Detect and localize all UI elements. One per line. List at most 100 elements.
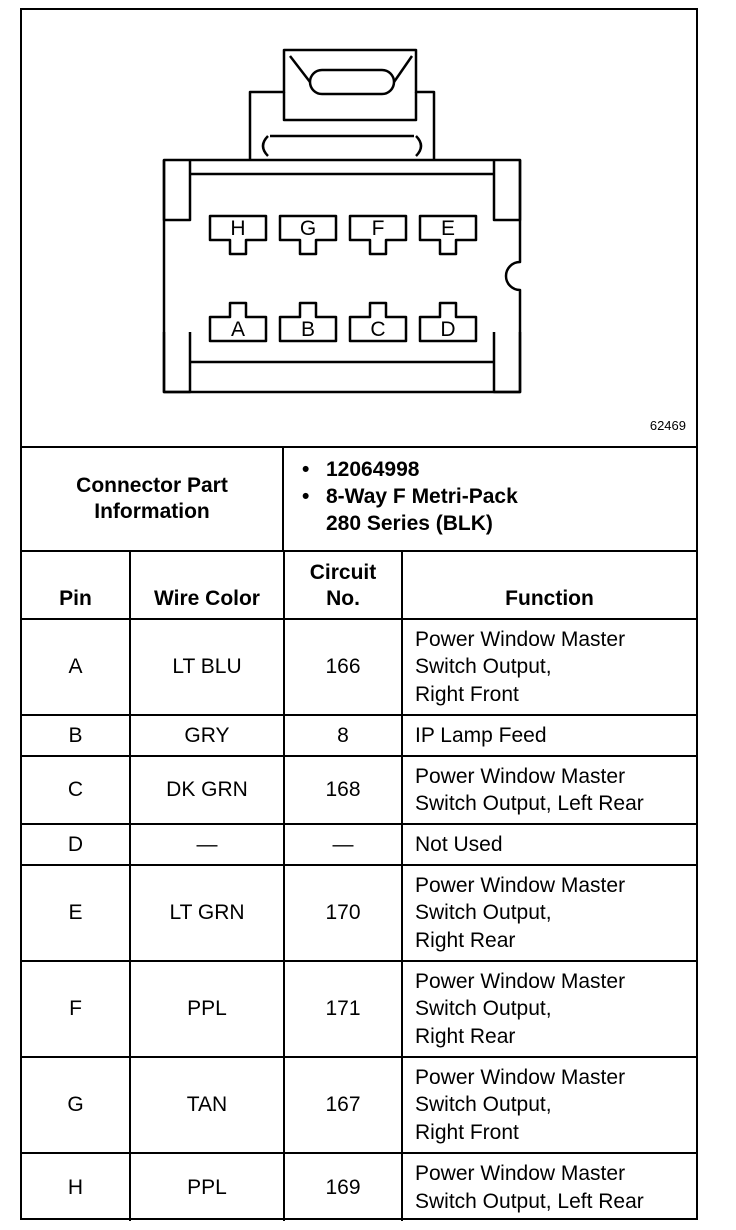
wire-color-cell: — <box>129 823 285 866</box>
function-cell: Not Used <box>401 823 696 866</box>
cavity-label: D <box>440 318 455 341</box>
function-line: Switch Output, <box>415 997 552 1021</box>
cavity-e: E <box>418 214 478 256</box>
function-line: Power Window Master <box>415 764 626 788</box>
wire-color-cell: LT GRN <box>129 864 285 962</box>
header-pin: Pin <box>22 550 131 620</box>
header-circuit-line2: No. <box>326 587 360 610</box>
function-line: Power Window Master <box>415 873 626 897</box>
right-rail-bottom <box>492 332 522 394</box>
function-line: Right Front <box>415 1120 519 1144</box>
wire-color-cell: PPL <box>129 1152 285 1221</box>
cavity-outline <box>418 214 478 256</box>
connector-part-info: Connector Part Information 12064998 8-Wa… <box>22 446 696 552</box>
function-cell: IP Lamp Feed <box>401 714 696 757</box>
wire-color-cell: LT BLU <box>129 618 285 716</box>
wire-color-cell: TAN <box>129 1056 285 1154</box>
latch-slot <box>308 68 396 96</box>
pin-cell: B <box>22 714 131 757</box>
cavity-label: F <box>372 217 385 240</box>
function-line: IP Lamp Feed <box>415 723 547 747</box>
function-line: Switch Output, <box>415 901 552 925</box>
description-item: 8-Way F Metri-Pack 280 Series (BLK) <box>302 483 696 537</box>
part-number-item: 12064998 <box>302 456 696 483</box>
function-line: Power Window Master <box>415 627 626 651</box>
latch-left-line <box>289 55 311 83</box>
function-line: Right Rear <box>415 1024 516 1048</box>
cavity-label: G <box>300 217 316 240</box>
cavity-label: E <box>441 217 455 240</box>
header-function: Function <box>401 550 696 620</box>
latch-left-hook <box>261 135 269 157</box>
cavity-outline <box>278 301 338 343</box>
function-line: Right Front <box>415 682 519 706</box>
connector-info-label-line2: Information <box>94 500 210 523</box>
description-line2: 280 Series (BLK) <box>326 512 493 535</box>
function-line: Switch Output, <box>415 655 552 679</box>
cavity-a: A <box>208 301 268 343</box>
circuit-cell: 169 <box>283 1152 403 1221</box>
cavity-outline <box>418 301 478 343</box>
circuit-cell: 167 <box>283 1056 403 1154</box>
pin-cell: G <box>22 1056 131 1154</box>
function-line: Not Used <box>415 832 503 856</box>
cavity-outline <box>348 301 408 343</box>
description-line1: 8-Way F Metri-Pack <box>326 485 518 508</box>
pin-cell: F <box>22 960 131 1058</box>
cavity-outline <box>348 214 408 256</box>
latch-right-hook <box>415 135 423 157</box>
cavity-d: D <box>418 301 478 343</box>
cavity-label: A <box>231 318 245 341</box>
cavity-outline <box>278 214 338 256</box>
cavity-row-bottom: A B C D <box>208 301 478 343</box>
pin-cell: H <box>22 1152 131 1221</box>
connector-info-list: 12064998 8-Way F Metri-Pack 280 Series (… <box>284 448 696 550</box>
cavity-f: F <box>348 214 408 256</box>
part-number: 12064998 <box>326 458 420 481</box>
cavity-label: C <box>370 318 385 341</box>
latch-inner <box>282 92 418 122</box>
cavity-c: C <box>348 301 408 343</box>
connector-info-label: Connector Part Information <box>22 448 284 550</box>
circuit-cell: 8 <box>283 714 403 757</box>
pin-cell: E <box>22 864 131 962</box>
wire-color-cell: DK GRN <box>129 755 285 825</box>
function-line: Power Window Master <box>415 1162 626 1185</box>
wire-color-cell: GRY <box>129 714 285 757</box>
left-rail-bottom <box>162 332 192 394</box>
circuit-cell: 168 <box>283 755 403 825</box>
table-header-row: Pin Wire Color Circuit No. Function <box>22 550 696 620</box>
table-row: D——Not Used <box>22 823 696 866</box>
cavity-h: H <box>208 214 268 256</box>
cavity-g: G <box>278 214 338 256</box>
figure-number: 62469 <box>649 418 686 433</box>
wire-color-cell: PPL <box>129 960 285 1058</box>
cavity-label: H <box>230 217 245 240</box>
cavity-label: B <box>301 318 315 341</box>
connector-info-label-line1: Connector Part <box>76 474 228 497</box>
circuit-cell: 170 <box>283 864 403 962</box>
cavity-b: B <box>278 301 338 343</box>
pin-cell: D <box>22 823 131 866</box>
function-line: Switch Output, Left Rear <box>415 792 644 815</box>
function-line: Power Window Master <box>415 1065 626 1089</box>
latch-right-line <box>392 55 414 83</box>
pin-cell: A <box>22 618 131 716</box>
connector-figure: H G F E A B C D 62469 <box>22 10 696 446</box>
right-rail-top <box>492 160 522 222</box>
circuit-cell: 171 <box>283 960 403 1058</box>
function-line: Right Rear <box>415 928 516 952</box>
